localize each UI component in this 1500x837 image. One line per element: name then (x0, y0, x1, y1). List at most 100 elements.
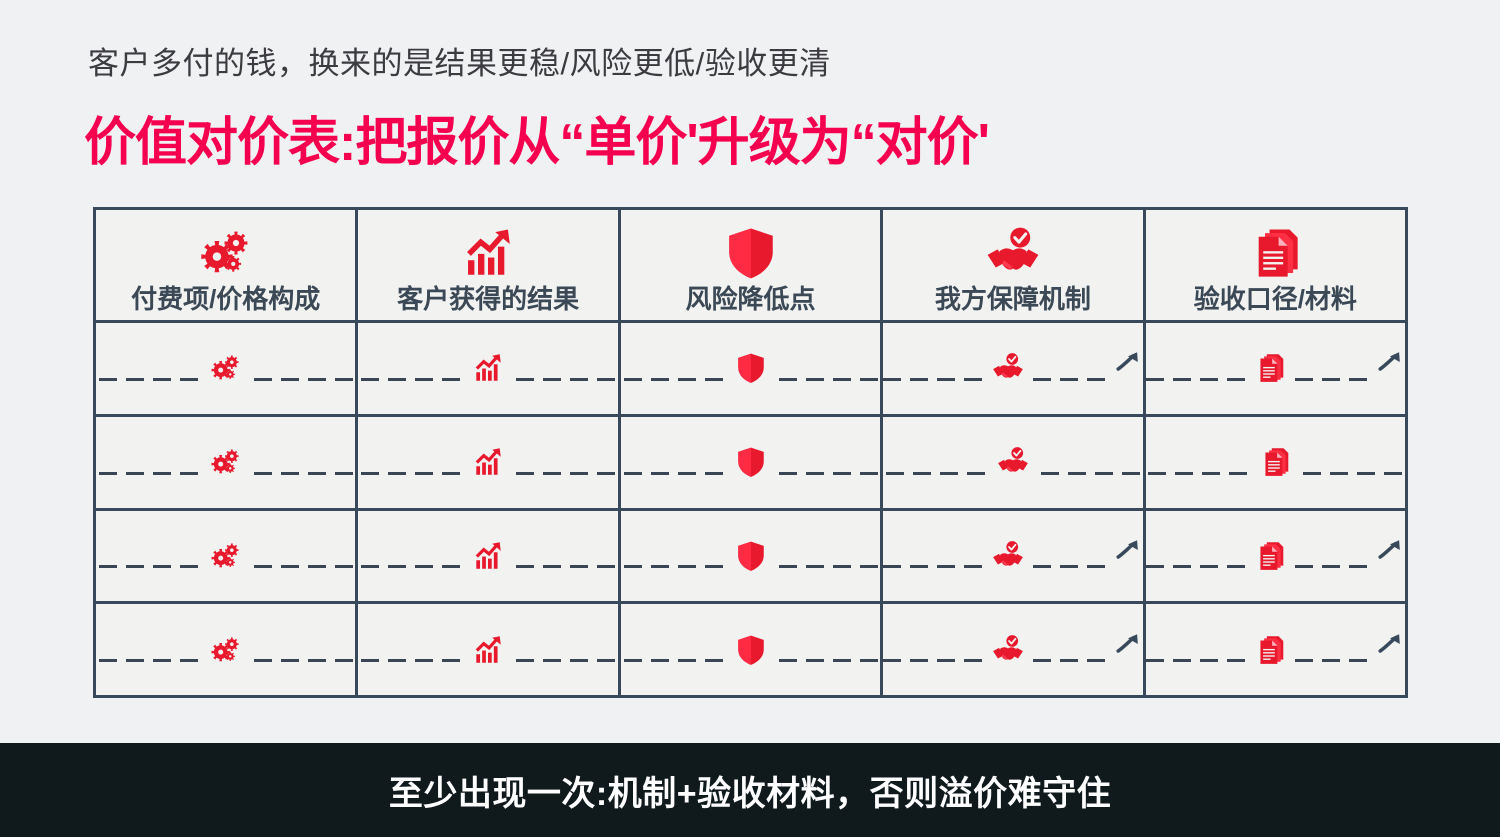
gears-icon (206, 351, 246, 385)
handshake-check-icon (990, 633, 1025, 667)
table-cell-r4-c5[interactable] (1145, 604, 1405, 695)
table-cell-r1-c5[interactable] (1145, 323, 1405, 414)
table-cell-r1-c4[interactable] (883, 323, 1146, 414)
growth-chart-icon (468, 539, 508, 573)
table-cell-r4-c1[interactable] (96, 604, 359, 695)
shield-icon (731, 539, 771, 573)
blank-line-right (778, 565, 878, 569)
blank-line-left (1148, 471, 1248, 475)
blank-line-right (1033, 565, 1106, 569)
fill-in-line (1146, 445, 1405, 479)
table-cell-r3-c5[interactable] (1145, 511, 1405, 602)
up-arrow-icon (1375, 348, 1405, 376)
footer-text: 至少出现一次:机制+验收材料，否则溢价难守住 (388, 774, 1112, 813)
blank-line-right (253, 377, 353, 381)
table-cell-r4-c3[interactable] (621, 604, 884, 695)
table-header-label: 客户获得的结果 (397, 284, 580, 315)
table-cell-r4-c4[interactable] (883, 604, 1146, 695)
table-header-label: 验收口径/材料 (1193, 284, 1357, 315)
blank-line-left (883, 659, 983, 663)
table-cell-r3-c1[interactable] (96, 510, 359, 602)
blank-line-right (1295, 377, 1368, 381)
documents-icon (1253, 633, 1288, 667)
blank-line-right (253, 659, 353, 663)
shield-icon (731, 445, 771, 479)
gears-icon (206, 633, 246, 667)
up-arrow-icon (1375, 536, 1405, 564)
blank-line-left (98, 565, 198, 569)
table-body (96, 323, 1405, 695)
blank-line-right (1040, 471, 1140, 475)
fill-in-line (621, 633, 880, 667)
blank-line-left (98, 659, 198, 663)
blank-line-left (885, 471, 985, 475)
blank-line-right (778, 377, 878, 381)
fill-in-line (1145, 536, 1405, 573)
blank-line-right (778, 659, 878, 663)
blank-line-left (883, 377, 983, 381)
table-header-label: 风险降低点 (685, 284, 816, 315)
fill-in-line (96, 539, 355, 573)
table-row (96, 510, 1405, 605)
fill-in-line (96, 351, 355, 385)
documents-icon (1253, 539, 1288, 573)
table-cell-r3-c3[interactable] (621, 510, 884, 602)
table-header-label: 付费项/价格构成 (131, 284, 321, 315)
gears-icon (197, 223, 255, 283)
blank-line-left (623, 471, 723, 475)
fill-in-line (883, 539, 1142, 573)
handshake-check-icon (993, 445, 1033, 479)
fill-in-line (1145, 630, 1405, 667)
documents-icon (1246, 223, 1304, 283)
fill-in-line (883, 633, 1142, 667)
table-cell-r1-c2[interactable] (358, 323, 621, 414)
blank-line-left (98, 377, 198, 381)
table-header-cell-1: 付费项/价格构成 (96, 210, 359, 320)
up-arrow-icon (1375, 630, 1405, 658)
subtitle: 客户多付的钱，换来的是结果更稳/风险更低/验收更清 (88, 46, 831, 81)
table-cell-r2-c1[interactable] (96, 416, 359, 508)
blank-line-left (623, 377, 723, 381)
table-cell-r3-c2[interactable] (358, 510, 621, 602)
table-cell-r2-c2[interactable] (358, 416, 621, 508)
footer-banner: 至少出现一次:机制+验收材料，否则溢价难守住 (0, 743, 1500, 837)
growth-chart-icon (459, 223, 517, 283)
blank-line-right (516, 471, 616, 475)
table-header-cell-2: 客户获得的结果 (358, 210, 621, 320)
fill-in-line (96, 633, 355, 667)
documents-icon (1255, 445, 1295, 479)
blank-line-right (1295, 565, 1368, 569)
blank-line-left (623, 659, 723, 663)
blank-line-right (516, 659, 616, 663)
table-row (96, 604, 1405, 695)
up-arrow-icon (1113, 630, 1143, 658)
gears-icon (206, 539, 246, 573)
table-header-label: 我方保障机制 (934, 284, 1091, 315)
fill-in-line (883, 351, 1142, 385)
table-cell-r2-c4[interactable] (883, 416, 1146, 508)
table-cell-r2-c3[interactable] (621, 416, 884, 508)
fill-in-line (621, 445, 880, 479)
handshake-check-icon (984, 223, 1042, 283)
table-cell-r2-c5[interactable] (1146, 417, 1405, 508)
blank-line-left (623, 565, 723, 569)
blank-line-left (883, 565, 983, 569)
page-title: 价值对价表:把报价从“单价'升级为“对价' (84, 114, 990, 172)
blank-line-right (1303, 471, 1403, 475)
fill-in-line (358, 539, 617, 573)
handshake-check-icon (990, 539, 1025, 573)
table-header-row: 付费项/价格构成 客户获得的结果 风险降低点 我方保障机制 验收口径/材料 (96, 210, 1405, 323)
blank-line-right (1295, 659, 1368, 663)
blank-line-left (1145, 659, 1245, 663)
blank-line-left (361, 565, 461, 569)
blank-line-right (516, 565, 616, 569)
shield-icon (731, 633, 771, 667)
table-cell-r3-c4[interactable] (883, 510, 1146, 602)
table-cell-r1-c1[interactable] (96, 323, 359, 414)
table-cell-r4-c2[interactable] (358, 604, 621, 695)
table-cell-r1-c3[interactable] (621, 323, 884, 414)
blank-line-right (1033, 377, 1106, 381)
table-header-cell-5: 验收口径/材料 (1146, 210, 1405, 320)
fill-in-line (358, 633, 617, 667)
